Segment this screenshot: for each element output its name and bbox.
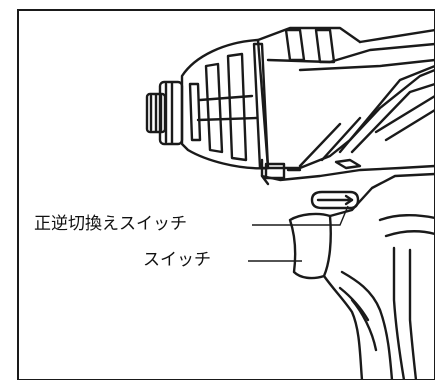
- handle-grip: [322, 172, 435, 380]
- label-trigger-switch: スイッチ: [143, 250, 213, 270]
- leader-line-direction: [252, 205, 349, 226]
- label-direction-switch: 正逆切換えスイッチ: [34, 214, 189, 234]
- leader-lines: [248, 205, 349, 262]
- figure-frame: [17, 9, 435, 380]
- gear-housing: [180, 38, 270, 170]
- chuck: [145, 80, 184, 146]
- tool-drawing: [145, 26, 435, 380]
- trigger: [288, 212, 332, 280]
- direction-switch: [310, 190, 360, 210]
- motor-housing: [256, 26, 435, 170]
- body-collar: [260, 158, 435, 186]
